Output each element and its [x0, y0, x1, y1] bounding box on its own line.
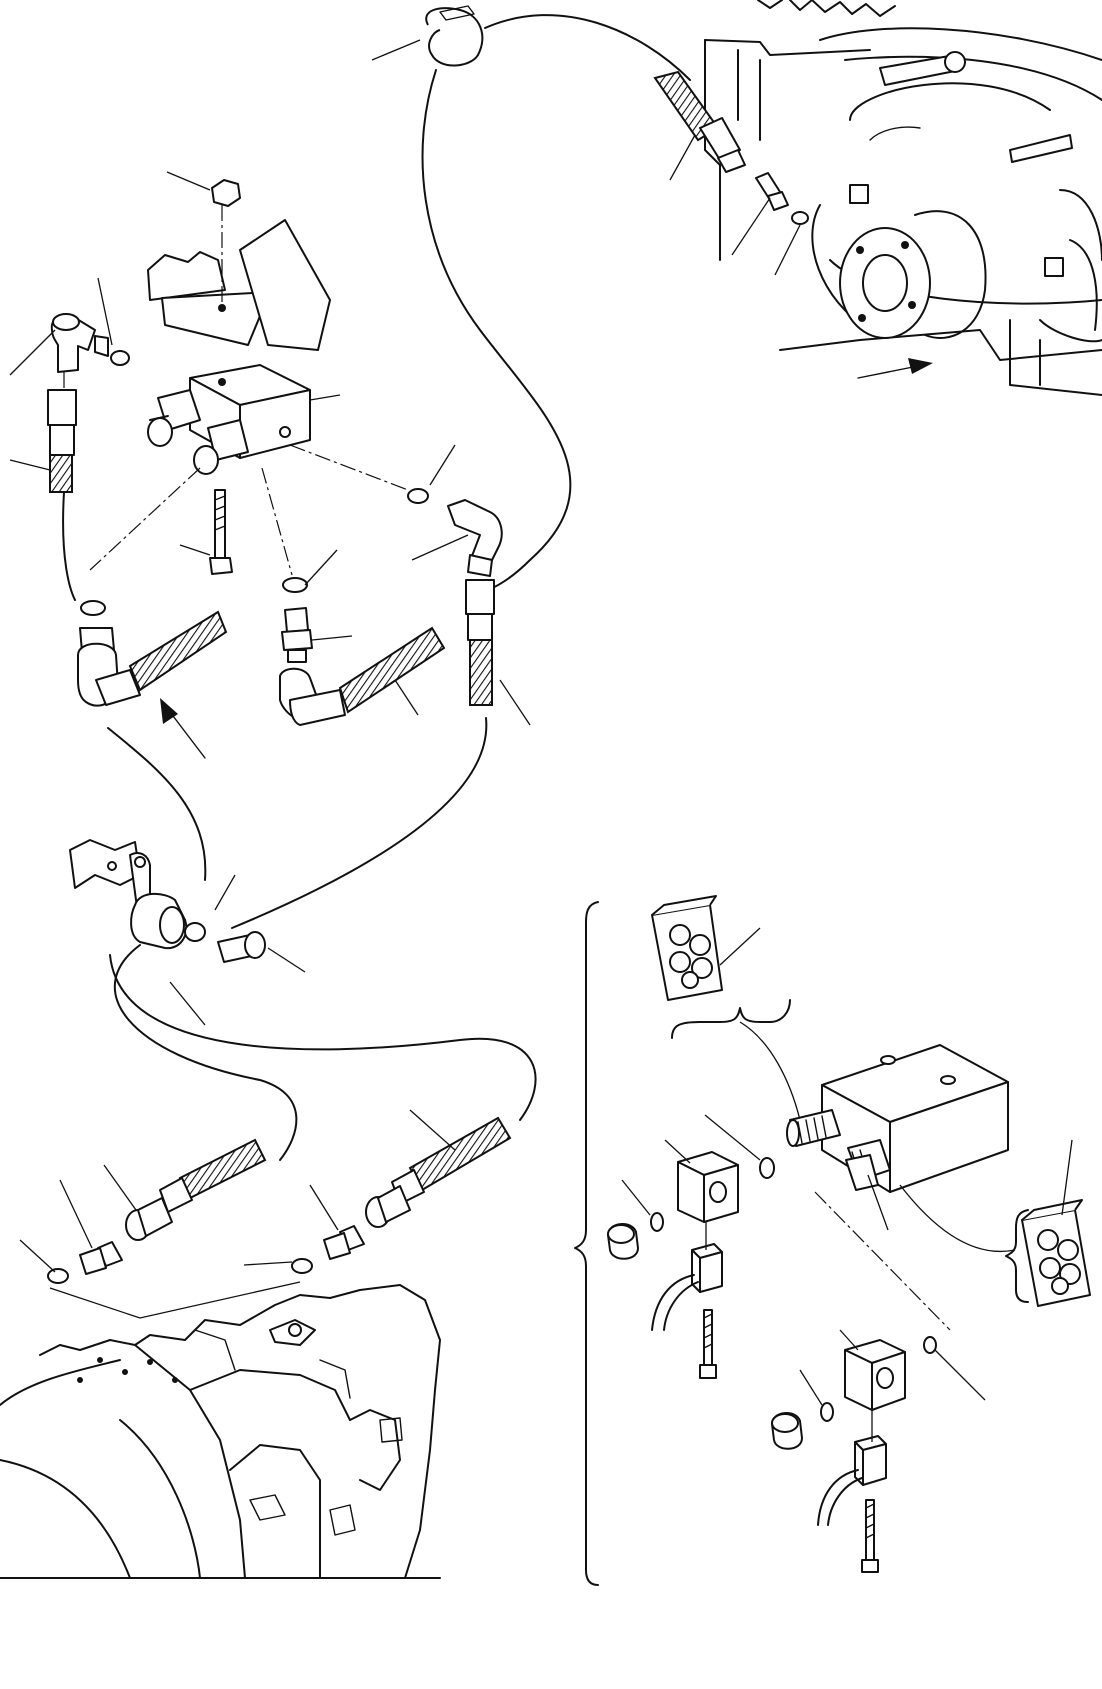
washer — [184, 922, 206, 942]
elbow-fitting-left — [50, 313, 130, 373]
mounting-bracket — [147, 205, 331, 351]
hose-line-lower-right — [109, 954, 537, 1121]
leader-line-bag-right — [899, 1184, 1016, 1253]
screw-upper — [699, 1309, 717, 1379]
seal-ring-left — [80, 600, 106, 616]
connection-center-lines — [89, 444, 409, 576]
hose-middle — [279, 626, 446, 726]
direction-arrow-up — [160, 698, 206, 759]
adapter-fitting-middle — [281, 607, 353, 663]
solenoid-coil-upper — [664, 1139, 739, 1223]
hose-line-top — [484, 14, 691, 81]
hose-line-right-loop — [231, 717, 488, 929]
adapter-fitting-lower-right — [323, 1225, 365, 1260]
elbow-fitting-right — [407, 488, 503, 577]
hose-left — [47, 389, 77, 493]
seal-ring-lower-right — [291, 1258, 313, 1274]
hose-line-center-loop — [107, 727, 207, 881]
direction-arrow-right — [857, 358, 933, 379]
screw-lower — [861, 1499, 879, 1573]
bolt-mid — [217, 931, 306, 973]
solenoid-coil-lower — [839, 1329, 906, 1411]
seal-ring-detail-4 — [799, 1369, 834, 1422]
seal-ring-top-right — [791, 211, 809, 225]
detail-brace-bracket — [574, 901, 599, 1586]
seal-ring-detail-1 — [704, 1114, 775, 1179]
seal-ring-middle — [282, 549, 338, 593]
transmission-housing-bottom — [0, 1284, 441, 1579]
knob-lower — [771, 1412, 803, 1450]
bolt — [179, 489, 233, 575]
hose-right — [465, 579, 531, 726]
seal-ring-detail-2 — [621, 1179, 664, 1232]
hose-top-right — [653, 70, 746, 173]
leader-lines-lower — [19, 1109, 456, 1319]
hose-clamp — [425, 5, 484, 67]
hose-line-left-loop — [62, 491, 76, 601]
cartridge-upper — [786, 1109, 841, 1147]
leader-lines-valve — [9, 277, 469, 561]
hose-elbow-left — [77, 610, 228, 707]
bracket-plate-mid — [69, 839, 141, 889]
seal-kit-bag-top — [651, 895, 761, 1001]
clip — [129, 852, 188, 950]
leader-line-bag-top — [739, 1021, 801, 1121]
leader-lines-clip — [169, 874, 236, 1026]
solenoid-valve-block — [147, 364, 311, 475]
brace-right-small — [1005, 1209, 1029, 1303]
solenoid-connector-lower — [817, 1410, 887, 1526]
adapter-fitting-lower-left — [79, 1241, 123, 1275]
seal-kit-bag-right — [1021, 1139, 1091, 1307]
transmission-housing-top — [704, 0, 1102, 396]
leader-lines-top — [371, 39, 801, 276]
brace-top-small — [671, 999, 791, 1039]
seal-ring-detail-3 — [923, 1336, 986, 1401]
seal-ring-lower-left — [47, 1268, 69, 1284]
hose-line-lower — [113, 944, 298, 1161]
hose-lower-left — [125, 1138, 267, 1241]
hose-line-center — [421, 69, 572, 591]
solenoid-connector-upper — [651, 1222, 723, 1331]
nut — [166, 171, 241, 207]
hose-lower-right — [365, 1116, 512, 1228]
knob-upper — [607, 1223, 639, 1260]
leader-line-cartridge — [814, 1174, 951, 1331]
adapter-fitting-top-right — [755, 172, 789, 211]
